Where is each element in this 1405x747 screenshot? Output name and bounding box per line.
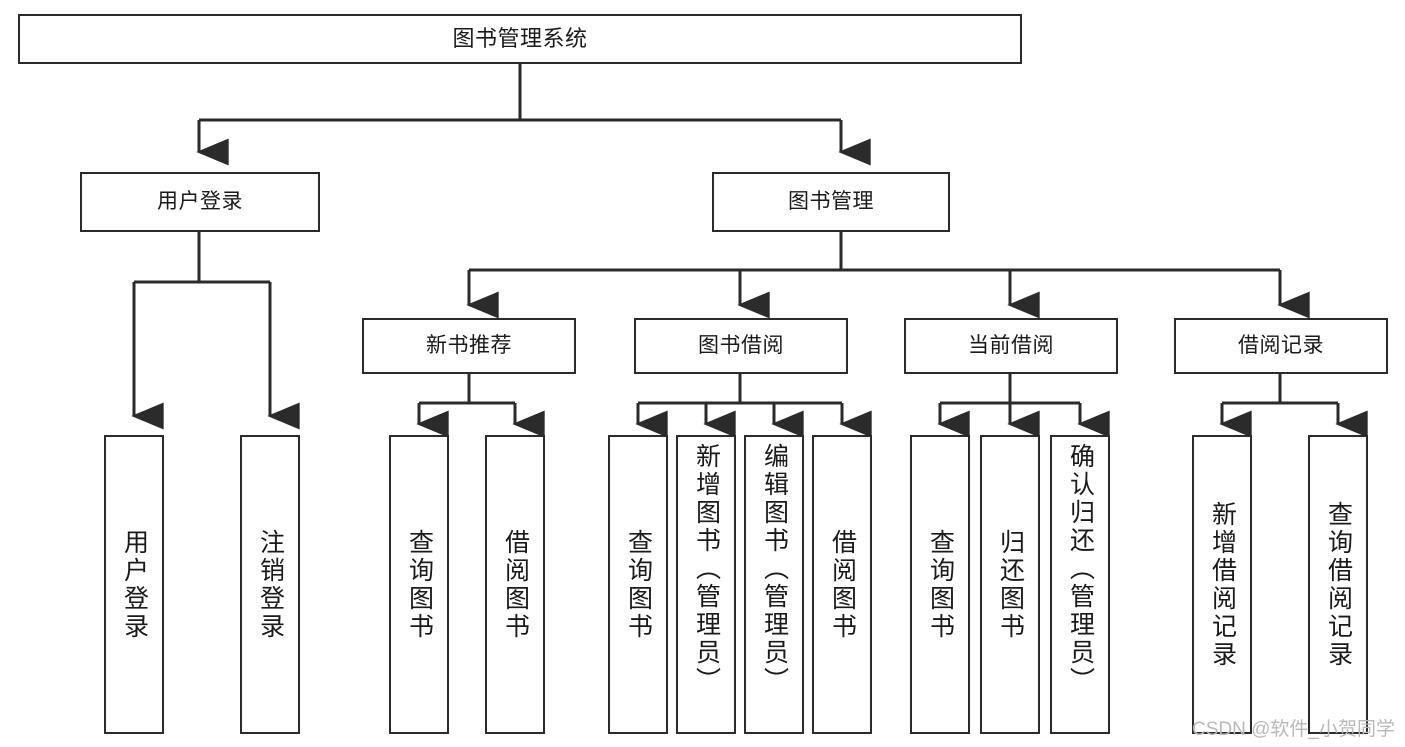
node-label: 注销登录 (256, 528, 285, 641)
node-book-borrow[interactable]: 图书借阅 (634, 318, 848, 374)
node-label: 查询图书 (405, 528, 434, 641)
node-label: 查询借阅记录 (1324, 500, 1353, 669)
node-current-borrow[interactable]: 当前借阅 (904, 318, 1118, 374)
node-label: 归还图书 (996, 528, 1025, 641)
node-label: 图书管理 (788, 190, 874, 214)
leaf-user-login-login[interactable]: 用户登录 (104, 435, 164, 734)
node-borrow-record[interactable]: 借阅记录 (1174, 318, 1388, 374)
node-label: 查询图书 (926, 528, 955, 641)
node-label: 新增借阅记录 (1208, 500, 1237, 669)
node-label: 图书借阅 (698, 334, 784, 358)
node-new-book-recommend[interactable]: 新书推荐 (362, 318, 576, 374)
node-label: 图书管理系统 (452, 25, 588, 51)
leaf-current-borrow-confirm-return-admin[interactable]: 确认归还（管理员） (1050, 435, 1110, 734)
leaf-borrow-record-add-record[interactable]: 新增借阅记录 (1192, 435, 1252, 734)
leaf-book-borrow-add-book-admin[interactable]: 新增图书（管理员） (676, 435, 736, 734)
node-user-login[interactable]: 用户登录 (80, 172, 320, 232)
leaf-book-borrow-borrow-book[interactable]: 借阅图书 (812, 435, 872, 734)
node-label: 查询图书 (624, 528, 653, 641)
leaf-user-login-logout[interactable]: 注销登录 (240, 435, 300, 734)
leaf-new-book-query-book[interactable]: 查询图书 (389, 435, 449, 734)
node-label: 借阅记录 (1238, 334, 1324, 358)
node-label: 借阅图书 (501, 528, 530, 641)
node-label: 用户登录 (157, 190, 243, 214)
node-label: 新增图书（管理员） (692, 443, 721, 695)
node-label: 用户登录 (120, 528, 149, 641)
node-label: 新书推荐 (426, 334, 512, 358)
node-book-management[interactable]: 图书管理 (712, 172, 950, 232)
node-root-book-management-system[interactable]: 图书管理系统 (18, 14, 1022, 64)
leaf-current-borrow-return-book[interactable]: 归还图书 (980, 435, 1040, 734)
leaf-borrow-record-query-record[interactable]: 查询借阅记录 (1308, 435, 1368, 734)
node-label: 当前借阅 (968, 334, 1054, 358)
leaf-new-book-borrow-book[interactable]: 借阅图书 (485, 435, 545, 734)
node-label: 确认归还（管理员） (1066, 443, 1095, 695)
leaf-book-borrow-query-book[interactable]: 查询图书 (608, 435, 668, 734)
leaf-current-borrow-query-book[interactable]: 查询图书 (910, 435, 970, 734)
watermark-text: CSDN @软件_小贺同学 (1192, 719, 1395, 740)
node-label: 借阅图书 (828, 528, 857, 641)
leaf-book-borrow-edit-book-admin[interactable]: 编辑图书（管理员） (744, 435, 804, 734)
node-label: 编辑图书（管理员） (760, 443, 789, 695)
